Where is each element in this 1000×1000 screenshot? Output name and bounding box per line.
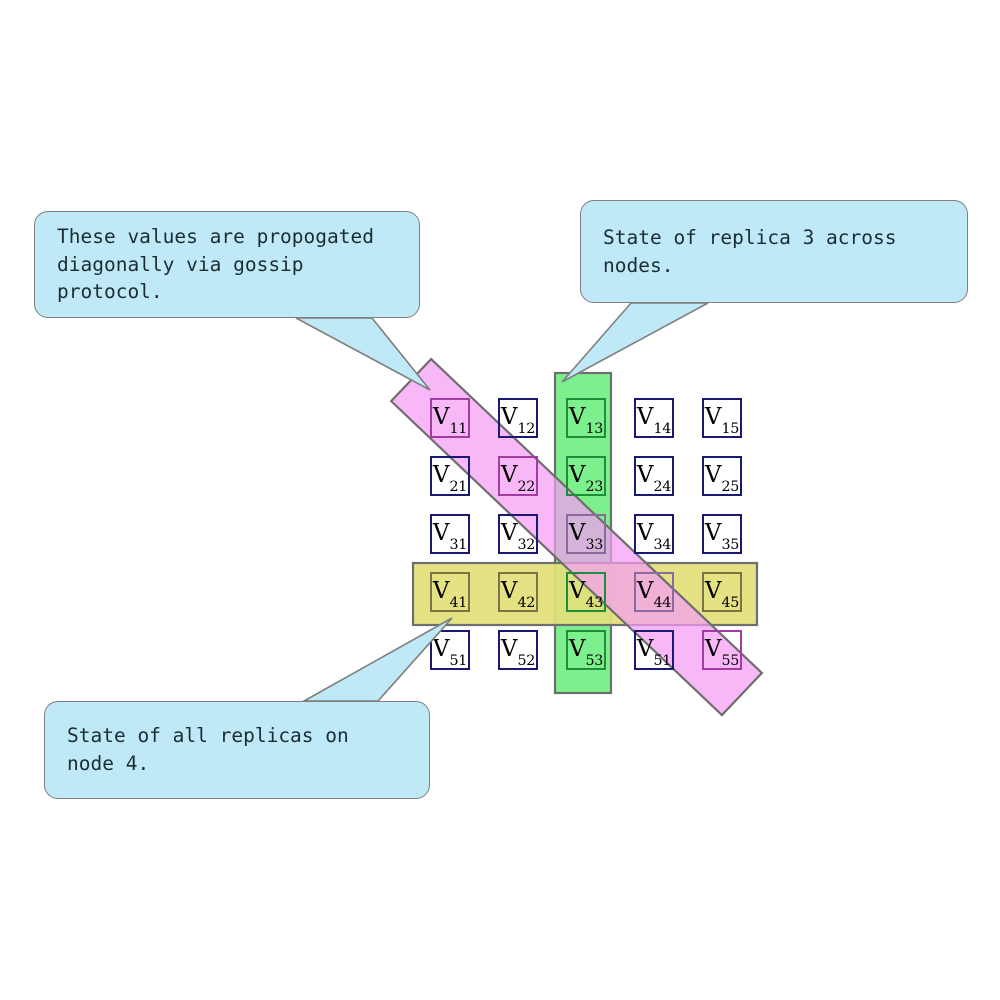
callout-gossip-text: These values are propogated diagonally v… [57, 224, 374, 304]
grid-cell-v55-r5c5[interactable]: V55 [702, 630, 742, 670]
grid-cell-label: V55 [704, 635, 740, 670]
grid-cell-v45-r4c5[interactable]: V45 [702, 572, 742, 612]
grid-cell-label: V22 [500, 461, 536, 496]
grid-cell-v42-r4c2[interactable]: V42 [498, 572, 538, 612]
grid-cell-v22-r2c2[interactable]: V22 [498, 456, 538, 496]
callout-replica-3[interactable]: State of replica 3 across nodes. [580, 200, 968, 303]
grid-cell-label: V51 [432, 635, 468, 670]
grid-cell-label: V42 [500, 577, 536, 612]
grid-cell-label: V33 [568, 519, 604, 554]
grid-cell-v23-r2c3[interactable]: V23 [566, 456, 606, 496]
grid-cell-label: V53 [568, 635, 604, 670]
grid-cell-label: V24 [636, 461, 672, 496]
grid-cell-v41-r4c1[interactable]: V41 [430, 572, 470, 612]
grid-cell-v24-r2c4[interactable]: V24 [634, 456, 674, 496]
callout-replica-3-text: State of replica 3 across nodes. [603, 225, 897, 277]
callout-gossip-tail [295, 317, 431, 391]
grid-cell-v53-r5c3[interactable]: V53 [566, 630, 606, 670]
grid-cell-v14-r1c4[interactable]: V14 [634, 398, 674, 438]
grid-cell-label: V43 [568, 577, 604, 612]
grid-cell-label: V51 [636, 635, 672, 670]
grid-cell-v51-r5c4[interactable]: V51 [634, 630, 674, 670]
grid-cell-label: V52 [500, 635, 536, 670]
grid-cell-v11-r1c1[interactable]: V11 [430, 398, 470, 438]
grid-cell-label: V41 [432, 577, 468, 612]
grid-cell-v35-r3c5[interactable]: V35 [702, 514, 742, 554]
grid-cell-label: V31 [432, 519, 468, 554]
grid-cell-label: V21 [432, 461, 468, 496]
callout-node-4-tail [300, 617, 453, 702]
callout-node-4[interactable]: State of all replicas on node 4. [44, 701, 430, 799]
grid-cell-v12-r1c2[interactable]: V12 [498, 398, 538, 438]
callout-gossip[interactable]: These values are propogated diagonally v… [34, 211, 420, 318]
grid-cell-v44-r4c4[interactable]: V44 [634, 572, 674, 612]
grid-cell-label: V44 [636, 577, 672, 612]
callout-replica-3-tail [561, 302, 709, 383]
grid-cell-v34-r3c4[interactable]: V34 [634, 514, 674, 554]
grid-cell-label: V45 [704, 577, 740, 612]
grid-cell-v33-r3c3[interactable]: V33 [566, 514, 606, 554]
grid-cell-label: V35 [704, 519, 740, 554]
grid-cell-label: V15 [704, 403, 740, 438]
grid-cell-v25-r2c5[interactable]: V25 [702, 456, 742, 496]
grid-cell-label: V11 [432, 403, 468, 438]
grid-cell-v43-r4c3[interactable]: V43 [566, 572, 606, 612]
grid-cell-v13-r1c3[interactable]: V13 [566, 398, 606, 438]
grid-cell-v32-r3c2[interactable]: V32 [498, 514, 538, 554]
grid-cell-label: V14 [636, 403, 672, 438]
callout-node-4-text: State of all replicas on node 4. [67, 724, 349, 775]
grid-cell-label: V34 [636, 519, 672, 554]
grid-cell-v52-r5c2[interactable]: V52 [498, 630, 538, 670]
grid-cell-label: V32 [500, 519, 536, 554]
grid-cell-label: V13 [568, 403, 604, 438]
grid-cell-v31-r3c1[interactable]: V31 [430, 514, 470, 554]
grid-cell-label: V25 [704, 461, 740, 496]
grid-cell-label: V12 [500, 403, 536, 438]
grid-cell-v21-r2c1[interactable]: V21 [430, 456, 470, 496]
grid-cell-v51-r5c1[interactable]: V51 [430, 630, 470, 670]
grid-cell-v15-r1c5[interactable]: V15 [702, 398, 742, 438]
grid-cell-label: V23 [568, 461, 604, 496]
